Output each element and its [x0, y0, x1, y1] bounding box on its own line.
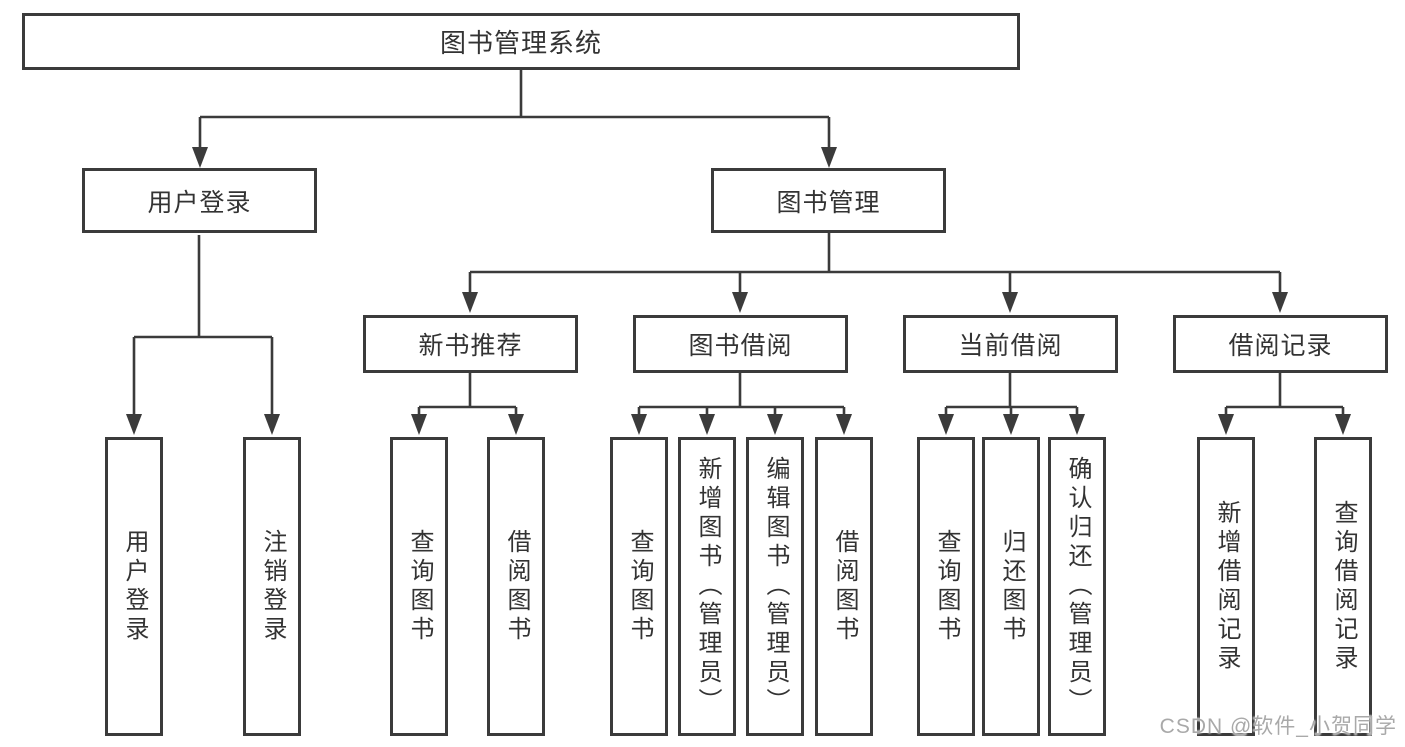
leaf-query-books-2: 查询图书	[610, 437, 668, 736]
node-book-management: 图书管理	[711, 168, 946, 233]
leaf-user-login: 用户登录	[105, 437, 163, 736]
node-label: 借阅记录	[1228, 332, 1333, 360]
node-label: 查询借阅记录	[1330, 499, 1357, 674]
node-label: 用户登录	[121, 528, 148, 645]
node-user-login: 用户登录	[82, 168, 317, 233]
node-label: 图书管理系统	[439, 28, 602, 58]
node-label: 新增借阅记录	[1213, 499, 1240, 674]
leaf-query-books-3: 查询图书	[917, 437, 975, 736]
node-label: 图书管理	[776, 188, 881, 217]
node-new-book-recommend: 新书推荐	[363, 315, 578, 373]
leaf-borrow-books-1: 借阅图书	[487, 437, 545, 736]
leaf-query-books-1: 查询图书	[390, 437, 448, 736]
node-borrow-records: 借阅记录	[1173, 315, 1388, 373]
node-label: 查询图书	[406, 528, 433, 645]
leaf-confirm-return-admin: 确认归还（管理员）	[1048, 437, 1106, 736]
node-label: 编辑图书（管理员）	[762, 456, 789, 717]
leaf-add-borrow-record: 新增借阅记录	[1197, 437, 1255, 736]
node-label: 确认归还（管理员）	[1064, 456, 1091, 717]
node-label: 用户登录	[147, 188, 252, 217]
node-label: 借阅图书	[503, 528, 530, 645]
csdn-watermark: CSDN @软件_小贺同学	[1159, 715, 1397, 738]
node-label: 图书借阅	[688, 332, 793, 360]
node-label: 新书推荐	[418, 332, 523, 360]
node-label: 当前借阅	[958, 332, 1063, 360]
leaf-return-book: 归还图书	[982, 437, 1040, 736]
leaf-add-book-admin: 新增图书（管理员）	[678, 437, 736, 736]
node-label: 归还图书	[998, 528, 1025, 645]
leaf-logout: 注销登录	[243, 437, 301, 736]
node-label: 查询图书	[933, 528, 960, 645]
node-label: 新增图书（管理员）	[694, 456, 721, 717]
node-current-borrowing: 当前借阅	[903, 315, 1118, 373]
node-label: 借阅图书	[831, 528, 858, 645]
node-root-library-management-system: 图书管理系统	[22, 13, 1020, 70]
node-label: 查询图书	[626, 528, 653, 645]
leaf-edit-book-admin: 编辑图书（管理员）	[746, 437, 804, 736]
leaf-borrow-books-2: 借阅图书	[815, 437, 873, 736]
leaf-query-borrow-record: 查询借阅记录	[1314, 437, 1372, 736]
node-label: 注销登录	[259, 528, 286, 645]
node-book-borrowing: 图书借阅	[633, 315, 848, 373]
